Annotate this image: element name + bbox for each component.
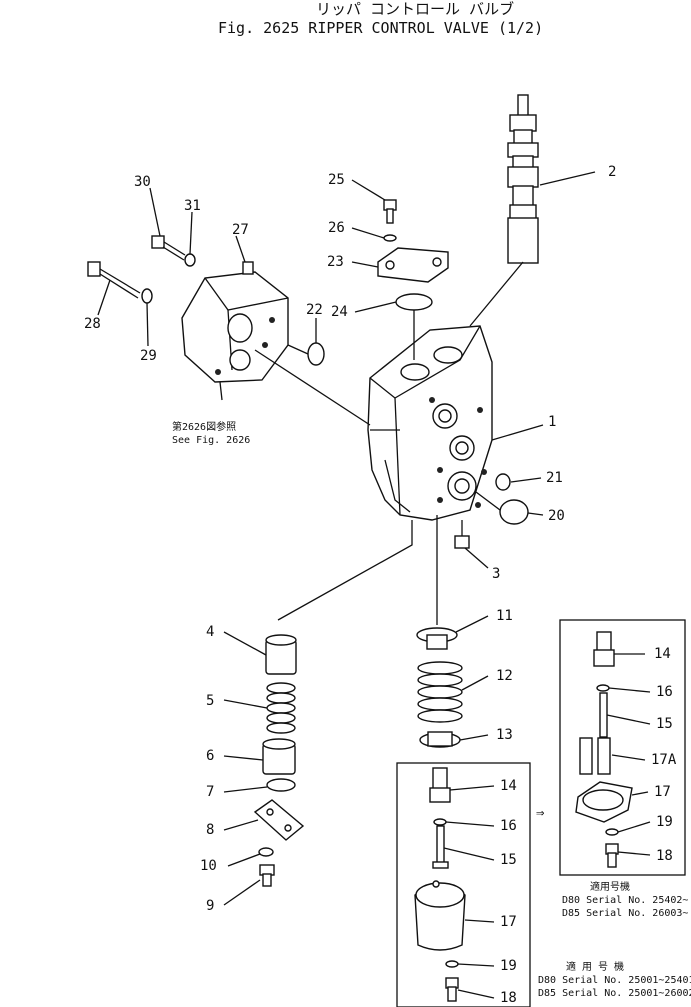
label-16-a: 16 xyxy=(500,818,517,834)
label-8: 8 xyxy=(206,822,214,838)
valve-body-part-1 xyxy=(367,325,493,521)
serial-d85-right: D85 Serial No. 26003~ xyxy=(562,908,688,919)
label-7: 7 xyxy=(206,784,214,800)
bolt-part-9 xyxy=(259,864,275,887)
bolt-part-18-b xyxy=(605,843,619,868)
pin-part-15-a xyxy=(432,825,449,869)
washer-part-10 xyxy=(258,847,274,857)
spool-part-2 xyxy=(469,94,539,327)
o-ring-part-21 xyxy=(495,473,511,491)
bolt-part-30 xyxy=(151,235,196,267)
bolt-part-18-a xyxy=(445,977,459,1002)
variant-box-late-serials xyxy=(559,619,686,876)
plug-part-3 xyxy=(454,520,470,549)
label-9: 9 xyxy=(206,898,214,914)
serial-header-right: 適用号機 xyxy=(590,880,630,893)
serial-d80-bottom: D80 Serial No. 25001~25401 xyxy=(538,975,691,986)
pins-part-17A xyxy=(579,737,611,775)
retainer-part-4 xyxy=(265,634,297,675)
cover-plate-part-23 xyxy=(377,247,449,283)
label-18-a: 18 xyxy=(500,990,517,1006)
spring-part-12 xyxy=(417,661,463,723)
o-ring-part-22 xyxy=(307,342,325,366)
o-ring-part-7 xyxy=(266,778,296,792)
guide-part-17-a xyxy=(414,880,466,951)
serial-d80-right: D80 Serial No. 25402~ xyxy=(562,895,688,906)
pin-part-15-b xyxy=(599,692,608,738)
label-25: 25 xyxy=(328,172,345,188)
label-15-b: 15 xyxy=(656,716,673,732)
label-1: 1 xyxy=(548,414,556,430)
label-3: 3 xyxy=(492,566,500,582)
leader-22 xyxy=(287,344,309,355)
label-2: 2 xyxy=(608,164,616,180)
washer-part-16-a xyxy=(433,818,447,826)
retainer-part-6 xyxy=(262,738,296,775)
label-29: 29 xyxy=(140,348,157,364)
label-31: 31 xyxy=(184,198,201,214)
serial-d85-bottom: D85 Serial No. 25001~26002 xyxy=(538,988,691,999)
washer-part-16-b xyxy=(596,684,610,692)
leader-27-to-body xyxy=(254,349,371,426)
label-24: 24 xyxy=(331,304,348,320)
piston-part-14-a xyxy=(429,767,451,803)
label-18-b: 18 xyxy=(656,848,673,864)
seat-part-13 xyxy=(419,731,461,748)
leader-20 xyxy=(475,491,501,511)
leader-left-stack xyxy=(277,520,413,621)
part-number-labels: 1 2 3 4 5 6 7 8 9 10 11 12 13 14 15 16 1… xyxy=(84,164,677,1006)
label-14-b: 14 xyxy=(654,646,671,662)
label-27: 27 xyxy=(232,222,249,238)
variant-box-early-serials xyxy=(396,762,531,1007)
label-26: 26 xyxy=(328,220,345,236)
plate-part-8 xyxy=(253,799,305,841)
bolt-part-25 xyxy=(383,199,397,224)
label-30: 30 xyxy=(134,174,151,190)
label-13: 13 xyxy=(496,727,513,743)
label-5: 5 xyxy=(206,693,214,709)
label-17-a: 17 xyxy=(500,914,517,930)
washer-part-26 xyxy=(383,234,397,242)
label-23: 23 xyxy=(327,254,344,270)
label-17A: 17A xyxy=(651,752,677,768)
label-17-b: 17 xyxy=(654,784,671,800)
label-15-a: 15 xyxy=(500,852,517,868)
guide-part-17-b xyxy=(575,781,633,823)
label-22: 22 xyxy=(306,302,323,318)
label-4: 4 xyxy=(206,624,214,640)
arrow-icon: ⇒ xyxy=(536,805,544,821)
piston-part-14-b xyxy=(593,631,615,667)
see-fig-japanese: 第2626図参照 xyxy=(172,420,236,433)
see-fig-note: See Fig. 2626 xyxy=(172,435,250,446)
label-14-a: 14 xyxy=(500,778,517,794)
label-20: 20 xyxy=(548,508,565,524)
label-12: 12 xyxy=(496,668,513,684)
seat-part-11 xyxy=(416,627,458,650)
spring-part-5 xyxy=(266,682,296,734)
washer-part-19-a xyxy=(445,960,459,968)
title-japanese: リッパ コントロール バルブ xyxy=(316,0,514,18)
o-ring-part-20 xyxy=(499,499,529,525)
serial-header-bottom: 適 用 号 機 xyxy=(566,960,624,973)
washer-part-19-b xyxy=(605,828,619,836)
label-28: 28 xyxy=(84,316,101,332)
bolt-part-28 xyxy=(87,261,153,304)
end-cover-part-27 xyxy=(181,261,289,383)
label-6: 6 xyxy=(206,748,214,764)
figure-title: Fig. 2625 RIPPER CONTROL VALVE (1/2) xyxy=(218,19,543,37)
label-21: 21 xyxy=(546,470,563,486)
label-19-b: 19 xyxy=(656,814,673,830)
label-19-a: 19 xyxy=(500,958,517,974)
label-16-b: 16 xyxy=(656,684,673,700)
leader-lines xyxy=(97,171,651,999)
label-10: 10 xyxy=(200,858,217,874)
label-11: 11 xyxy=(496,608,513,624)
o-ring-part-24 xyxy=(395,293,433,311)
